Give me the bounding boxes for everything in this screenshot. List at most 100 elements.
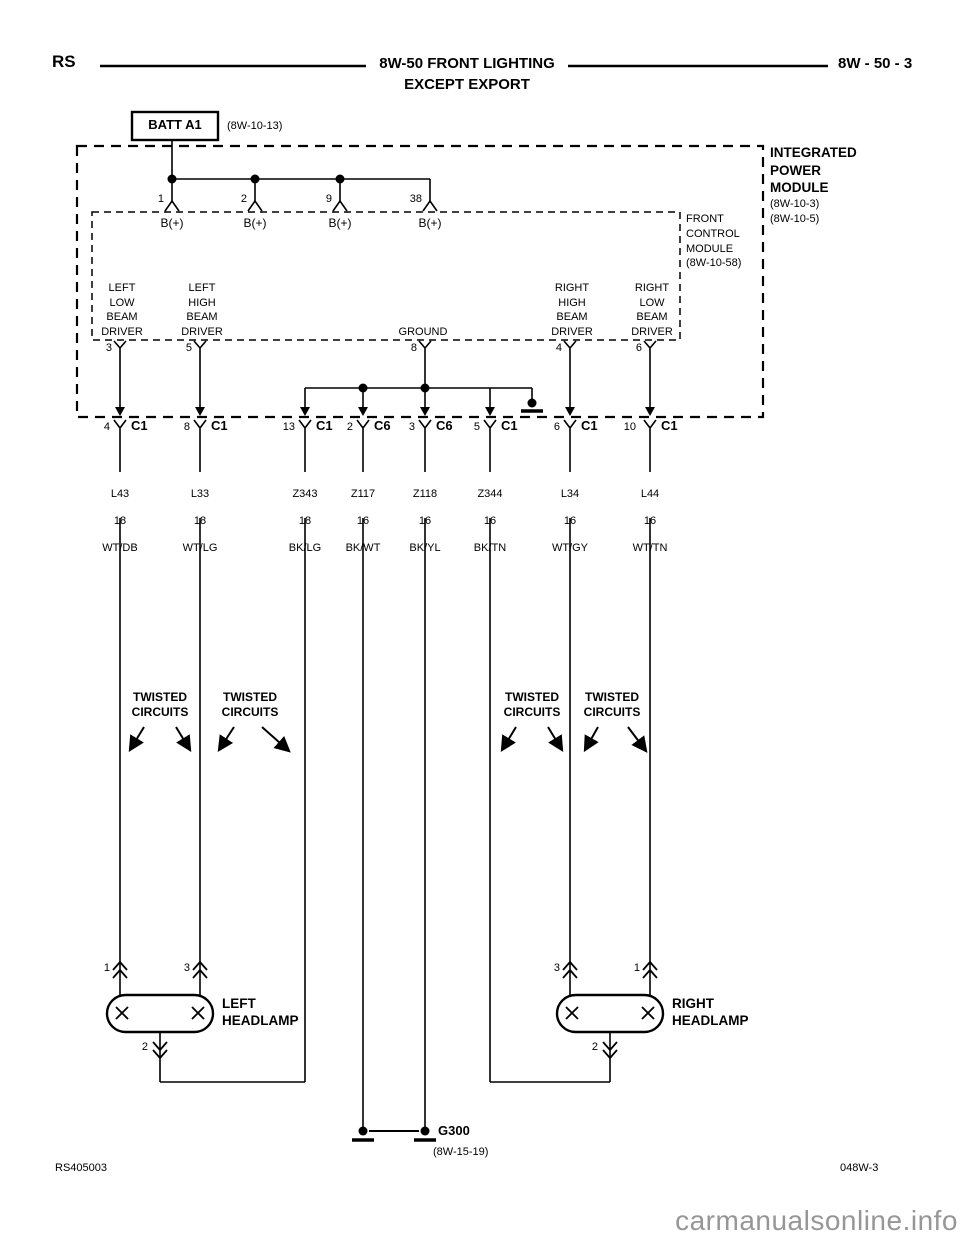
bplus-label: B(+) [243,216,267,230]
wire-circuit: Z118 [412,487,438,500]
wire-circuit: L33 [190,487,210,500]
wire-label: Z344 16 BK/TN [474,474,506,569]
bplus-pin-number: 1 [157,193,164,205]
wire-color: BK/WT [345,541,381,554]
headlamp-pin-number: 1 [103,962,110,974]
headlamp-pin-number: 2 [591,1041,598,1053]
connector-pin-number: 2 [346,421,353,433]
g300-ground-icon [352,1126,436,1142]
wire-gauge: 16 [563,514,577,527]
twisted-circuit-arrows [128,726,648,753]
wire-gauge: 18 [298,514,312,527]
headlamp-pin-number: 3 [183,962,190,974]
left-headlamp-symbol [105,993,305,1083]
sheet-number: 048W-3 [840,1162,879,1174]
fcm-output-function: GROUND [398,326,448,338]
bplus-pin-number: 9 [325,193,332,205]
wire-runs [119,435,651,1129]
connector-name: C1 [661,418,678,433]
connector-name: C1 [316,418,333,433]
fcm-pin-number: 6 [635,342,642,354]
twisted-circuits-callout: TWISTED CIRCUITS [131,690,189,719]
wire-label: Z117 16 BK/WT [346,474,381,569]
wire-gauge: 18 [113,514,127,527]
connector-arrowheads [115,407,655,416]
wire-color: WT/LG [182,541,218,554]
left-headlamp-name: LEFT HEADLAMP [222,996,299,1028]
headlamp-pin-number: 3 [553,962,560,974]
ground-reference: (8W-15-19) [433,1146,489,1158]
battery-box-outline [130,110,220,142]
fcm-output-function: LEFT HIGH BEAM DRIVER [181,282,223,338]
connector-pin-number: 4 [103,421,110,433]
wire-color: BK/TN [473,541,507,554]
right-headlamp-name: RIGHT HEADLAMP [672,996,749,1028]
wire-label: L34 16 WT/GY [552,474,588,569]
wire-gauge: 18 [193,514,207,527]
model-code: RS [52,52,76,71]
connector-pin-number: 8 [183,421,190,433]
twisted-circuits-callout: TWISTED CIRCUITS [503,690,561,719]
connector-name: C6 [374,418,391,433]
case-ground-icon [521,398,543,413]
twisted-circuits-callout: TWISTED CIRCUITS [583,690,641,719]
wire-label: L43 18 WT/DB [102,474,137,569]
bplus-label: B(+) [418,216,442,230]
wire-circuit: Z344 [477,487,503,500]
wire-color: BK/LG [288,541,322,554]
drawing-number: RS405003 [55,1162,107,1174]
bplus-pin-number: 2 [240,193,247,205]
wire-label: Z118 16 BK/YL [409,474,440,569]
left-headlamp-bulb-icons [115,1006,205,1020]
battery-feed-label: BATT A1 [148,117,202,132]
bplus-pin-number: 38 [409,193,422,205]
connector-name: C1 [211,418,228,433]
fcm-pin-number: 3 [105,342,112,354]
page-number: 8W - 50 - 3 [838,55,913,72]
headlamp-pin-number: 2 [141,1041,148,1053]
connector-name: C1 [501,418,518,433]
wire-gauge: 16 [643,514,657,527]
fcm-box [91,211,681,341]
connector-pin-number: 13 [282,421,295,433]
fcm-output-pins [113,340,657,408]
wire-circuit: L34 [560,487,580,500]
watermark: carmanualsonline.info [675,1205,958,1236]
wire-color: WT/TN [632,541,668,554]
fcm-output-function: RIGHT LOW BEAM DRIVER [631,282,673,338]
fcm-pin-number: 5 [185,342,192,354]
wire-circuit: Z117 [350,487,376,500]
battery-feed-reference: (8W-10-13) [227,120,283,132]
battery-feed-bus [164,140,438,212]
ipm-name: INTEGRATED POWER MODULE [770,145,857,195]
connector-name: C1 [131,418,148,433]
connector-pin-number: 6 [553,421,560,433]
connector-terminal-symbols [113,419,657,435]
fcm-pin-number: 4 [555,342,562,354]
right-headlamp-bulb-icons [565,1006,655,1020]
fcm-name: FRONT CONTROL MODULE [686,213,740,255]
bplus-label: B(+) [160,216,184,230]
wire-gauge: 16 [483,514,497,527]
connector-name: C6 [436,418,453,433]
wire-circuit: L43 [110,487,130,500]
wire-circuit: L44 [640,487,660,500]
ipm-references: (8W-10-3) (8W-10-5) [770,198,820,225]
wire-gauge: 16 [356,514,370,527]
wire-color: WT/GY [551,541,589,554]
wire-label: Z343 18 BK/LG [289,474,321,569]
wire-color: WT/DB [102,541,138,554]
ground-label: G300 [438,1123,470,1138]
page-title: 8W-50 FRONT LIGHTING [379,55,555,72]
headlamp-pin-number: 1 [633,962,640,974]
ipm-box [75,144,765,419]
twisted-circuits-callout: TWISTED CIRCUITS [221,690,279,719]
wire-label: L44 16 WT/TN [633,474,668,569]
connector-name: C1 [581,418,598,433]
bplus-label: B(+) [328,216,352,230]
connector-pin-number: 3 [408,421,415,433]
wire-color: BK/YL [409,541,441,554]
fcm-reference: (8W-10-58) [686,257,742,269]
